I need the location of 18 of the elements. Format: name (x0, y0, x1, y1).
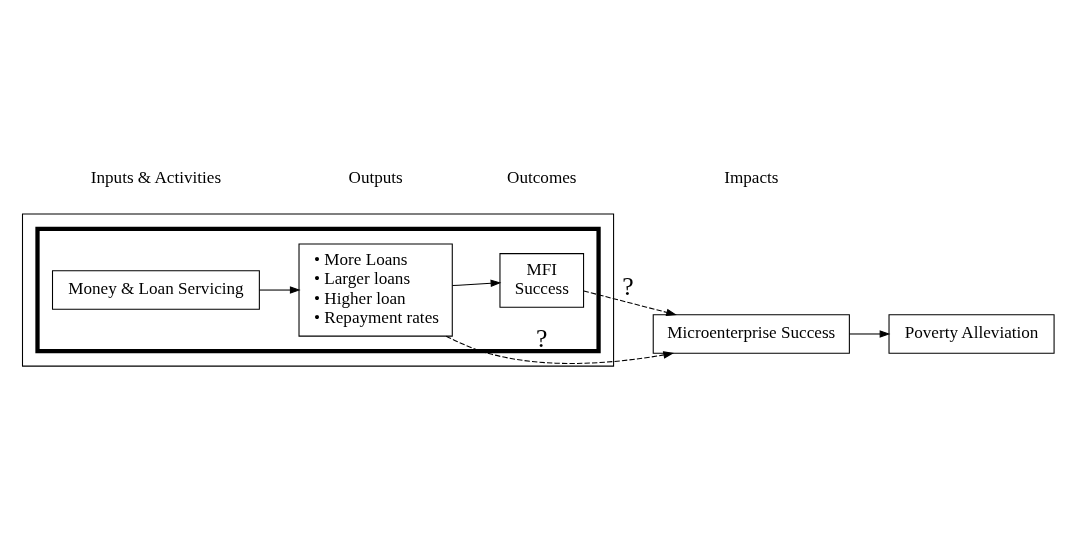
cluster (35, 226, 601, 353)
label: Impacts (724, 167, 779, 187)
label: Outcomes (507, 167, 577, 187)
label: Inputs & Activities (90, 167, 222, 187)
arrow (583, 289, 677, 316)
label: Outputs (348, 167, 403, 187)
node-box: MFI Success (499, 252, 585, 308)
node-box: Poverty Alleviation (888, 313, 1055, 354)
arrow (849, 329, 891, 338)
node-box: Microenterprise Success (652, 313, 850, 354)
edge-label: ? (536, 323, 548, 353)
node-box: Money & Loan Servicing (51, 269, 260, 310)
edge-label: ? (622, 271, 634, 301)
arrow (258, 285, 301, 294)
arrow (451, 279, 502, 287)
arrow (445, 335, 675, 364)
cluster (21, 212, 615, 367)
node-box: • More Loans • Larger loans • Higher loan • Repayment rates (298, 242, 453, 337)
